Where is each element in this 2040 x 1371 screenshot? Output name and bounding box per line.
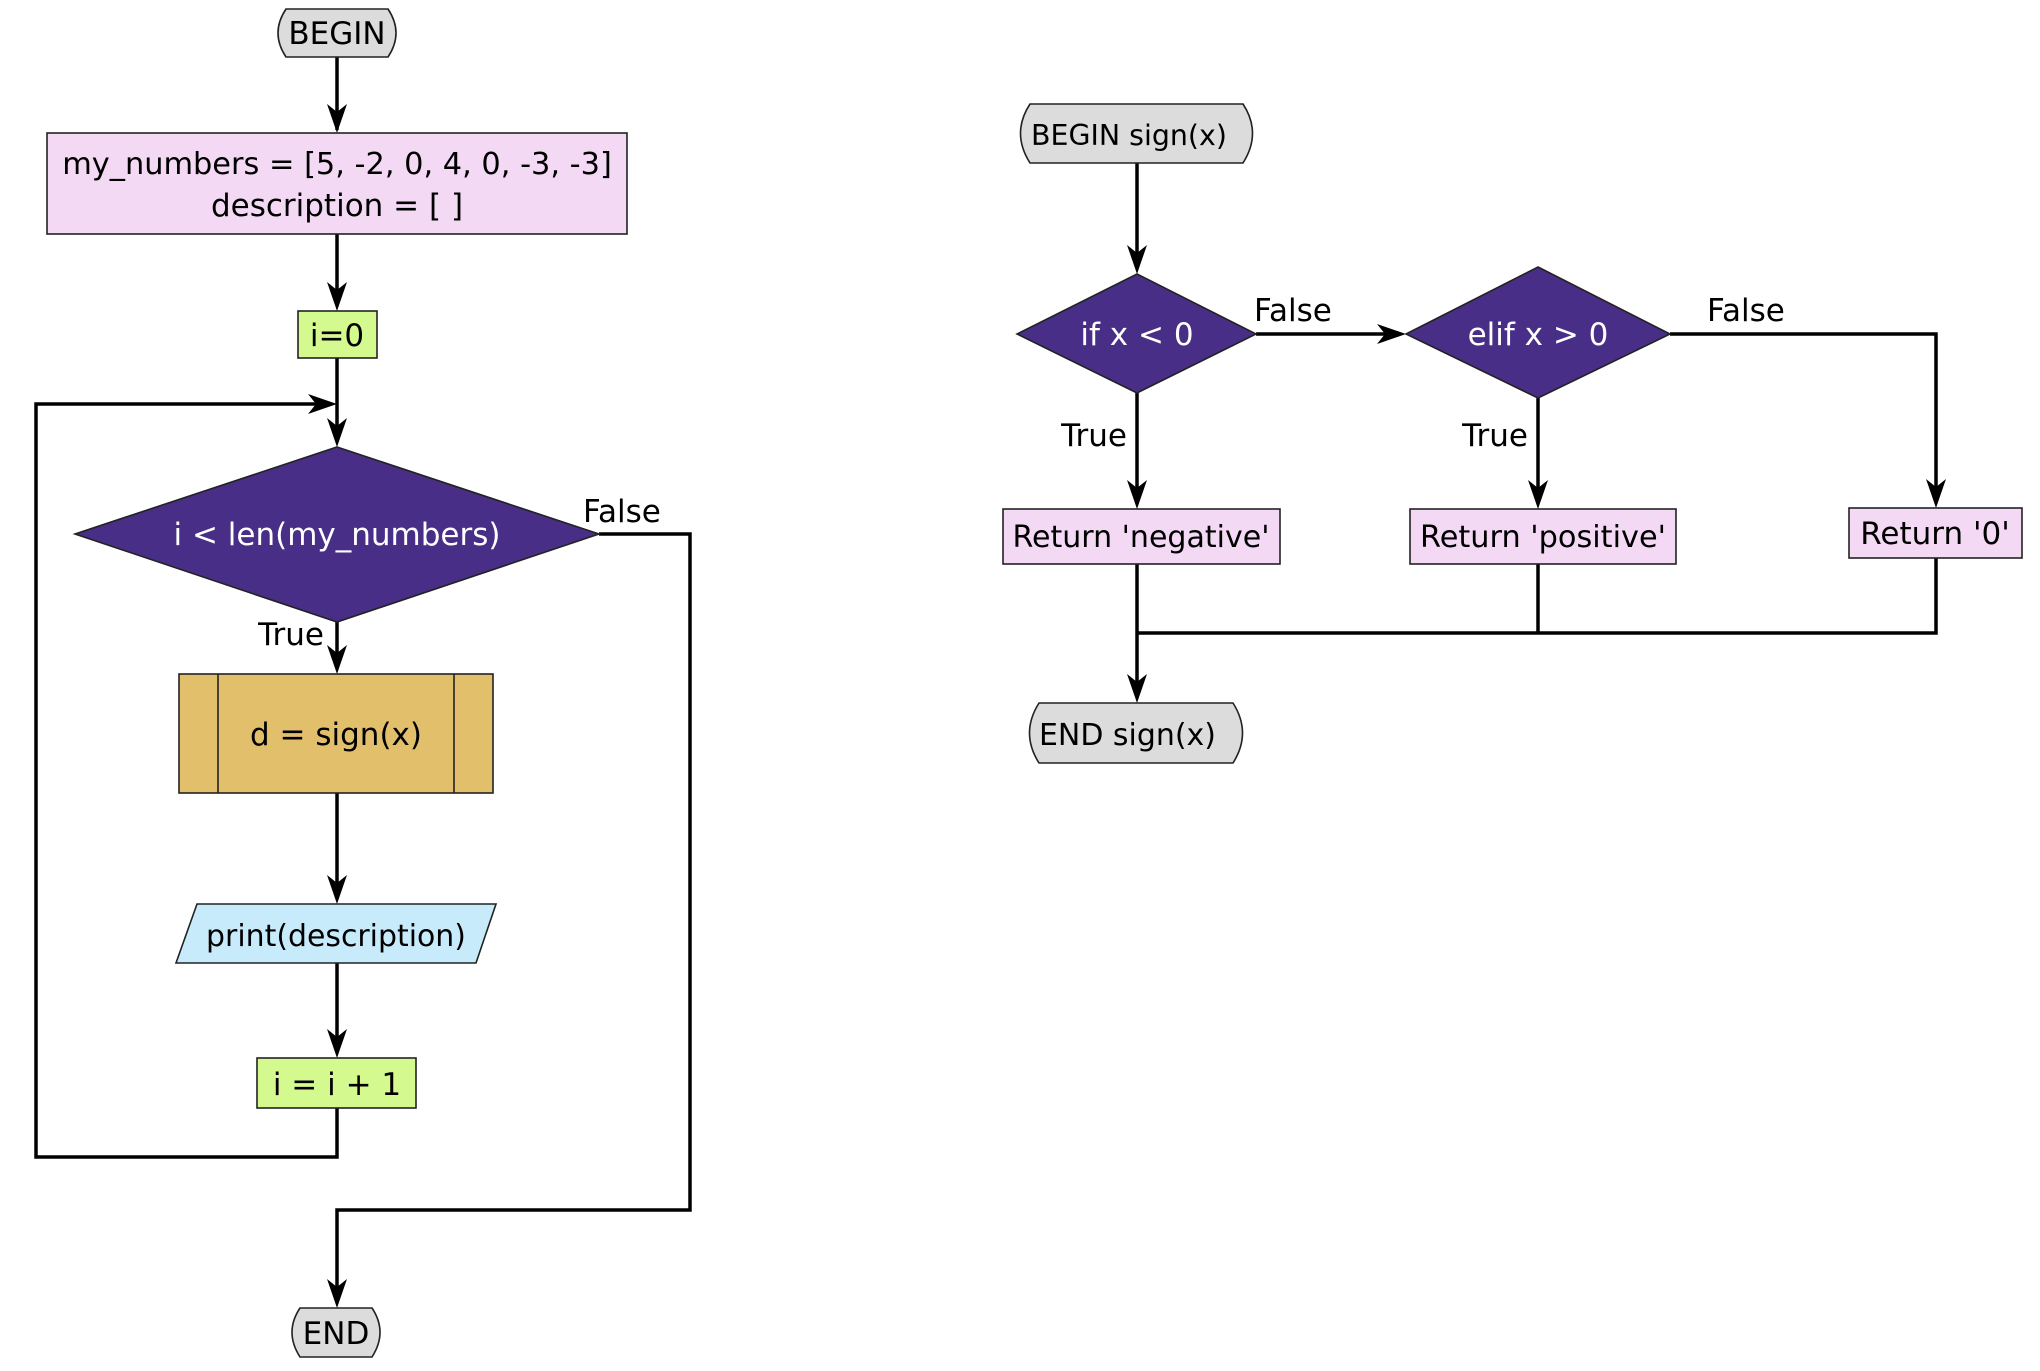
- sign-condition-2-label: elif x > 0: [1468, 317, 1609, 353]
- arrowhead-sign-begin-to-cond1: [1127, 245, 1147, 274]
- init-process: my_numbers = [5, -2, 0, 4, 0, -3, -3] de…: [46, 132, 628, 235]
- sign-end-terminal: END sign(x): [1028, 702, 1244, 764]
- begin-label: BEGIN: [288, 16, 385, 52]
- loop-decision-shape: [72, 446, 602, 623]
- end-label: END: [303, 1316, 370, 1352]
- arrowhead-cond2-true-to-positive: [1528, 480, 1548, 509]
- end-terminal: END: [291, 1307, 381, 1358]
- sign-function-flowchart: BEGIN sign(x) if x < 0 False True elif x…: [1002, 103, 2023, 764]
- increment-label: i = i + 1: [273, 1067, 401, 1103]
- main-edges: [34, 57, 692, 1308]
- loop-true-label: True: [257, 617, 324, 653]
- begin-terminal: BEGIN: [277, 8, 397, 58]
- edge-false-to-end: [335, 532, 692, 1300]
- main-flowchart: BEGIN my_numbers = [5, -2, 0, 4, 0, -3, …: [34, 8, 692, 1358]
- return-zero-shape: [1848, 507, 2023, 559]
- counter-init-label: i=0: [310, 318, 364, 354]
- print-output: print(description): [174, 903, 498, 964]
- return-positive-shape: [1409, 508, 1677, 565]
- arrowhead-init-to-counter: [327, 282, 347, 311]
- return-zero-process: Return '0': [1848, 507, 2023, 559]
- return-positive-process: Return 'positive': [1409, 508, 1677, 565]
- loop-condition-label: i < len(my_numbers): [174, 517, 501, 553]
- counter-init-shape: [297, 310, 378, 359]
- counter-init-process: i=0: [297, 310, 378, 359]
- loop-decision: i < len(my_numbers): [72, 446, 602, 623]
- increment-process: i = i + 1: [256, 1057, 417, 1109]
- init-line-1: my_numbers = [5, -2, 0, 4, 0, -3, -3]: [62, 147, 612, 182]
- end-terminal-shape: [291, 1307, 381, 1358]
- edge-zero-to-merge: [1137, 558, 1938, 635]
- return-positive-label: Return 'positive': [1420, 520, 1666, 555]
- sign-begin-label: BEGIN sign(x): [1031, 119, 1227, 152]
- sign-true-label-2: True: [1461, 418, 1528, 454]
- sign-condition-2: elif x > 0: [1404, 266, 1672, 399]
- sign-condition-1-label: if x < 0: [1080, 317, 1193, 353]
- arrowhead-false-to-end: [327, 1279, 347, 1308]
- loop-false-label: False: [583, 494, 661, 530]
- arrowhead-output-to-increment: [327, 1029, 347, 1058]
- sign-false-label-2: False: [1707, 293, 1785, 329]
- init-process-shape: [46, 132, 628, 235]
- call-sign-label: d = sign(x): [250, 717, 422, 753]
- sign-end-label: END sign(x): [1039, 718, 1216, 753]
- sign-end-shape: [1028, 702, 1244, 764]
- print-output-shape: [174, 903, 498, 964]
- arrowhead-true-to-call: [327, 645, 347, 674]
- sign-begin-terminal: BEGIN sign(x): [1019, 103, 1254, 164]
- return-zero-label: Return '0': [1860, 516, 2010, 552]
- arrowhead-cond2-false-to-zero: [1926, 479, 1946, 508]
- increment-shape: [256, 1057, 417, 1109]
- sign-condition-1: if x < 0: [1015, 273, 1258, 394]
- arrowhead-cond1-true-to-negative: [1127, 480, 1147, 509]
- return-negative-label: Return 'negative': [1013, 520, 1270, 555]
- edge-cond2-false-to-zero: [1670, 332, 1938, 502]
- arrowhead-counter-to-decision: [327, 418, 347, 447]
- edge-loop-back: [34, 402, 339, 1159]
- call-sign-subroutine: d = sign(x): [178, 673, 494, 794]
- begin-terminal-shape: [277, 8, 397, 58]
- arrowhead-cond1-false-to-cond2: [1377, 324, 1406, 344]
- init-line-2: description = [ ]: [211, 188, 463, 224]
- arrowhead-begin-to-init: [327, 104, 347, 133]
- sign-edges: [1127, 163, 1946, 703]
- sign-begin-shape: [1019, 103, 1254, 164]
- call-sign-shape: [178, 673, 494, 794]
- return-negative-shape: [1002, 508, 1281, 565]
- return-negative-process: Return 'negative': [1002, 508, 1281, 565]
- print-output-label: print(description): [206, 919, 466, 954]
- sign-condition-2-shape: [1404, 266, 1672, 399]
- sign-false-label-1: False: [1254, 293, 1332, 329]
- arrowhead-merge-to-end: [1127, 674, 1147, 703]
- sign-true-label-1: True: [1060, 418, 1127, 454]
- sign-condition-1-shape: [1015, 273, 1258, 394]
- arrowhead-call-to-output: [327, 875, 347, 904]
- arrowhead-loop-back: [308, 394, 337, 414]
